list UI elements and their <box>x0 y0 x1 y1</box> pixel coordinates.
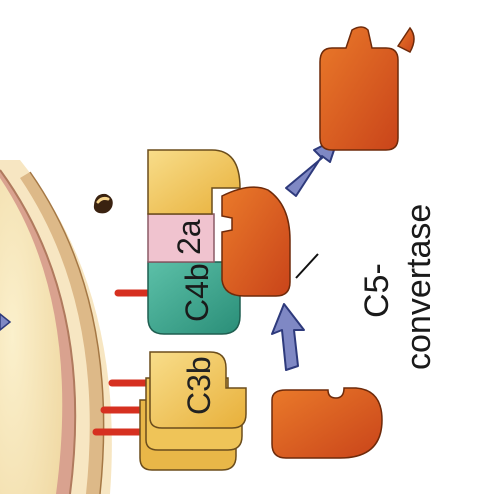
membrane-dot-icon <box>93 193 113 214</box>
c2a-label: 2a <box>171 219 207 255</box>
c3b-label: C3b <box>181 356 217 415</box>
c5b-fragment <box>319 26 399 151</box>
c5-bound <box>221 186 291 297</box>
c3b-block <box>149 351 247 429</box>
pointer-line <box>295 253 319 279</box>
c5-label-line2: convertase <box>400 204 438 370</box>
c5-free <box>271 387 383 459</box>
c5-label-line1: C5- <box>358 263 396 318</box>
cell <box>0 160 112 495</box>
cell-interior <box>0 178 63 494</box>
c4b-block <box>147 261 241 335</box>
c4b-top-block <box>147 149 241 215</box>
c3b-stack <box>139 351 247 471</box>
arrow-up-icon <box>271 303 305 371</box>
cell-membrane-outer <box>20 172 104 494</box>
c4b-label: C4b <box>179 263 215 322</box>
c5a-fragment <box>396 26 415 53</box>
arrow-left-fragment <box>0 313 12 331</box>
